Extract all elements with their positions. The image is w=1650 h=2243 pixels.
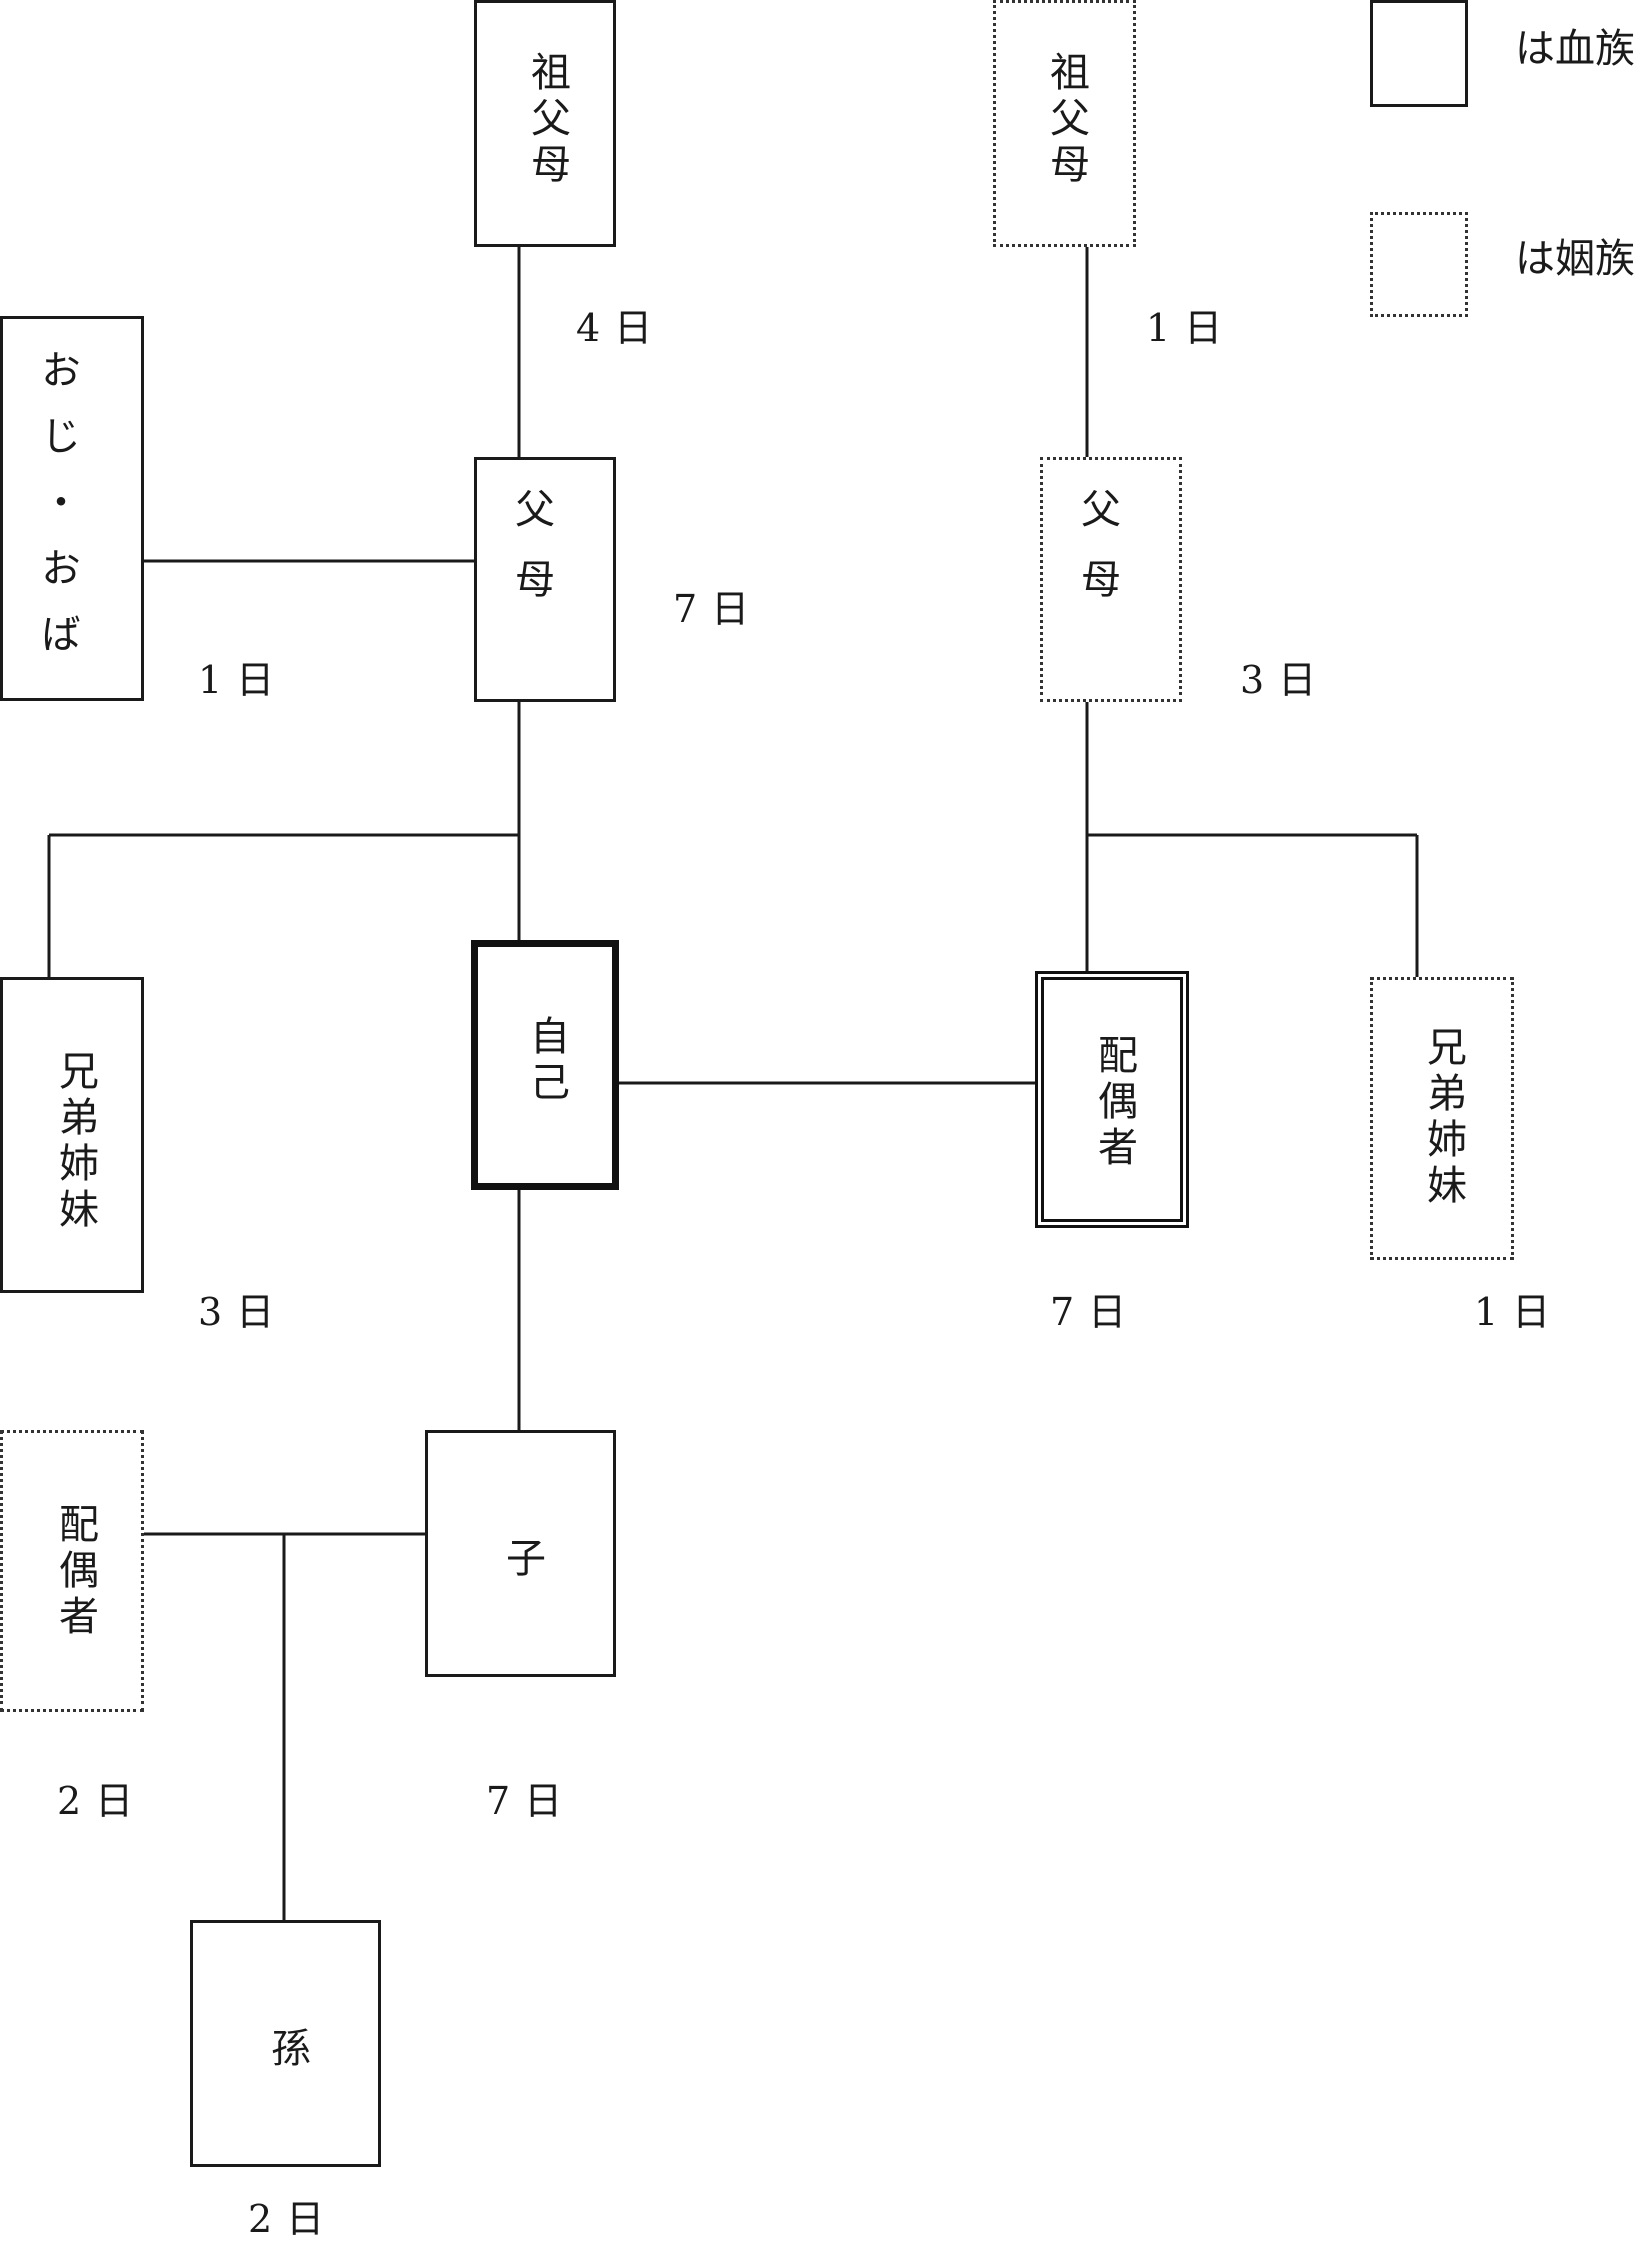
child-days: 7日 <box>486 1779 577 1823</box>
siblings-inlaw-label: 兄弟姉妹 <box>1420 1026 1466 1210</box>
child-label: 子 <box>499 1537 545 1583</box>
grandparents-blood-days: 4日 <box>576 306 667 350</box>
grandchild-box: 孫 <box>190 1920 381 2167</box>
spouse-days: 7日 <box>1050 1290 1141 1334</box>
spouse-label: 配偶者 <box>1091 1034 1137 1172</box>
parents-blood-days: 7日 <box>673 587 764 631</box>
uncle-aunt-label: おじ・おば <box>34 349 80 679</box>
uncle-aunt-box: おじ・おば <box>0 316 144 701</box>
spouse-box: 配偶者 <box>1035 971 1189 1228</box>
parents-inlaw-box: 父母 <box>1040 457 1182 702</box>
legend-blood-label: は血族 <box>1515 26 1635 72</box>
siblings-blood-days: 3日 <box>198 1290 289 1334</box>
self-label: 自己 <box>523 1015 569 1107</box>
parents-inlaw-days: 3日 <box>1240 658 1331 702</box>
parents-blood-box: 父母 <box>474 457 616 702</box>
child-spouse-days: 2日 <box>57 1779 148 1823</box>
grandparents-blood-label: 祖父母 <box>524 51 570 189</box>
siblings-inlaw-days: 1日 <box>1474 1290 1565 1334</box>
siblings-inlaw-box: 兄弟姉妹 <box>1370 977 1514 1260</box>
grandparents-inlaw-box: 祖父母 <box>993 0 1136 247</box>
uncle-aunt-days: 1日 <box>198 658 289 702</box>
grandchild-days: 2日 <box>248 2197 339 2241</box>
grandchild-label: 孫 <box>264 2027 310 2073</box>
legend-inlaw-swatch <box>1370 212 1468 317</box>
legend-inlaw-label: は姻族 <box>1515 236 1635 282</box>
grandparents-inlaw-days: 1日 <box>1146 306 1237 350</box>
child-spouse-label: 配偶者 <box>52 1503 98 1641</box>
parents-inlaw-label: 父母 <box>1074 488 1120 628</box>
legend-blood-swatch <box>1370 0 1468 107</box>
parents-blood-label: 父母 <box>508 488 554 628</box>
grandparents-inlaw-label: 祖父母 <box>1043 51 1089 189</box>
siblings-blood-box: 兄弟姉妹 <box>0 977 144 1293</box>
child-box: 子 <box>425 1430 616 1677</box>
siblings-blood-label: 兄弟姉妹 <box>52 1050 98 1234</box>
grandparents-blood-box: 祖父母 <box>474 0 616 247</box>
child-spouse-box: 配偶者 <box>0 1430 144 1712</box>
self-box: 自己 <box>471 940 619 1190</box>
